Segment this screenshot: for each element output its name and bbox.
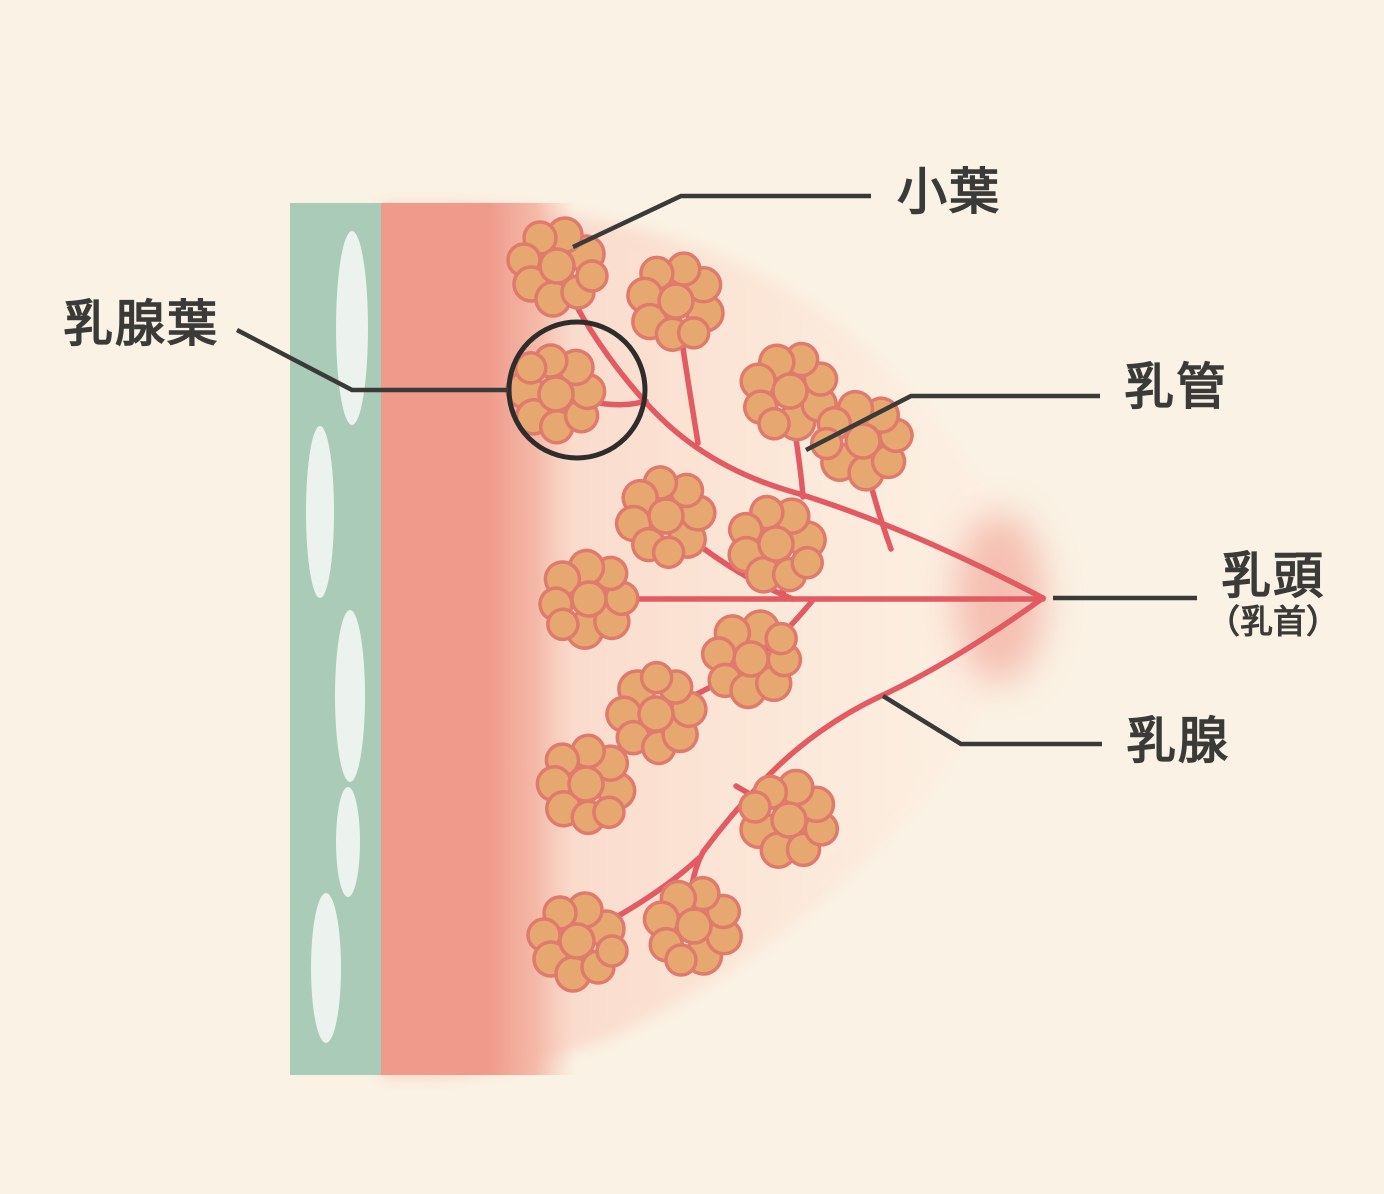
label-nipple-sub: （乳首） xyxy=(1207,602,1339,641)
label-milk-duct: 乳管 xyxy=(1124,358,1228,416)
rib-oval xyxy=(306,426,334,598)
rib-oval xyxy=(336,231,368,425)
rib-oval xyxy=(311,893,341,1043)
leader-mammary-gland xyxy=(881,694,1102,747)
rib-oval xyxy=(336,787,360,897)
rib-oval xyxy=(335,610,365,782)
leader-milk-duct xyxy=(804,393,1100,453)
label-mammary-gland: 乳腺 xyxy=(1126,712,1230,770)
leader-gland-lobe xyxy=(235,328,508,393)
label-lobule: 小葉 xyxy=(897,163,1001,221)
label-nipple: 乳頭 xyxy=(1221,547,1325,605)
rib-ovals xyxy=(306,231,368,1043)
leader-lobule xyxy=(572,193,871,250)
label-gland-lobe: 乳腺葉 xyxy=(63,295,219,353)
leader-lines xyxy=(235,193,1197,747)
gland-lobe-highlight-circle xyxy=(506,319,648,461)
duct-upper-trunk xyxy=(558,273,1046,601)
